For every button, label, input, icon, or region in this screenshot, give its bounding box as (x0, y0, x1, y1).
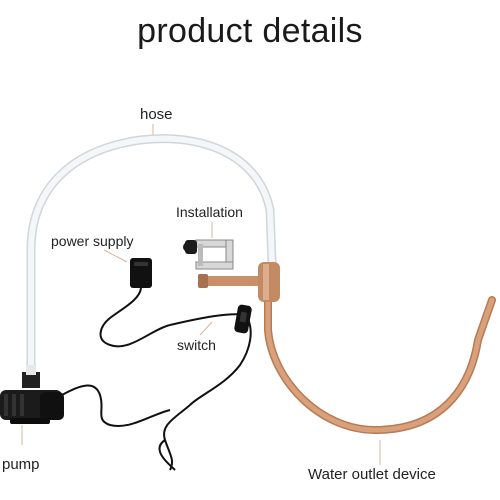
installation-label: Installation (176, 204, 243, 220)
leader-lines (21, 124, 381, 465)
hose-label: hose (140, 106, 173, 123)
pump-label: pump (2, 456, 40, 473)
switch-leader-line (199, 321, 213, 336)
power-supply-leader-line (103, 249, 128, 263)
water-outlet-pipe (264, 296, 496, 435)
pump (0, 365, 64, 424)
page-title: product details (137, 12, 363, 50)
hose (26, 134, 277, 377)
water-outlet-label: Water outlet device (308, 466, 436, 483)
installation-clamp (183, 239, 234, 270)
power-supply-adapter (99, 258, 171, 348)
switch-label: switch (177, 337, 216, 353)
power-cable (61, 313, 252, 471)
inline-switch (234, 304, 252, 334)
copper-fitting (198, 262, 280, 302)
power-supply-label: power supply (51, 233, 134, 249)
